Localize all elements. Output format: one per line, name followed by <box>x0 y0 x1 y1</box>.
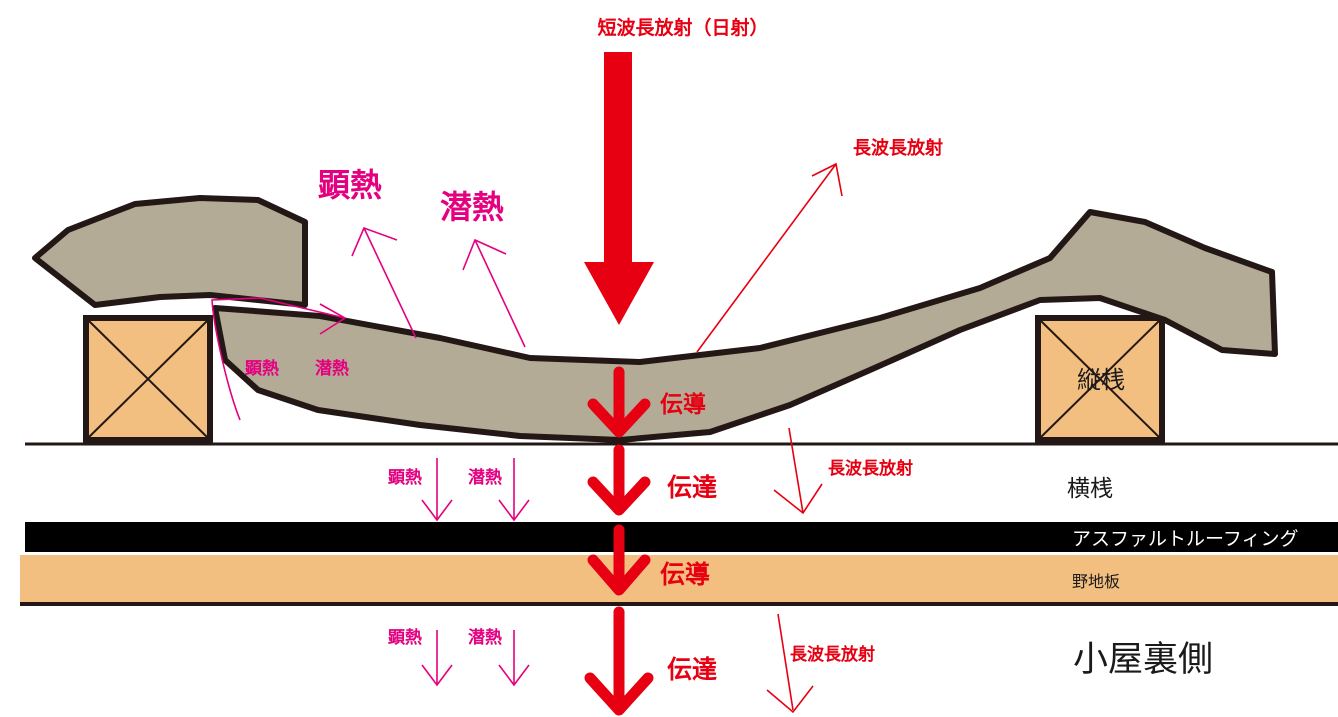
longwave-arrow-attic <box>766 613 814 714</box>
sheathing-layer <box>20 555 1338 602</box>
label-attic-side: 小屋裏側 <box>1073 640 1213 680</box>
label-conduction-board: 伝導 <box>660 560 710 589</box>
batten-box-right <box>1035 315 1165 443</box>
label-shortwave: 短波長放射（日射） <box>597 16 768 39</box>
sensible-arrow-attic <box>421 630 453 687</box>
latent-arrow-attic <box>498 630 530 687</box>
shortwave-arrow-head <box>584 262 654 325</box>
conduction-arrow-tile <box>587 366 651 438</box>
transfer-arrow-attic <box>584 606 654 716</box>
batten-box-left <box>83 315 213 443</box>
label-longwave-attic: 長波長放射 <box>790 644 875 665</box>
roof-tile-left <box>32 195 308 308</box>
label-sensible-air: 顕熱 <box>388 467 422 488</box>
label-latent-big: 潜熱 <box>440 188 504 226</box>
roof-tile-main <box>212 209 1278 443</box>
gap-flow-arrow <box>211 297 347 421</box>
sensible-arrow-air <box>421 458 453 522</box>
label-latent-attic: 潜熱 <box>468 627 502 648</box>
label-latent-air: 潜熱 <box>468 467 502 488</box>
label-longwave-air: 長波長放射 <box>828 458 913 479</box>
latent-arrow-top <box>462 238 526 348</box>
label-roofing-layer: アスファルトルーフィング <box>1072 528 1298 550</box>
longwave-arrow-top <box>696 162 843 353</box>
label-batten-vertical: 縦桟 <box>1077 366 1125 394</box>
label-longwave-top: 長波長放射 <box>853 137 943 159</box>
label-transfer-air: 伝達 <box>667 473 717 502</box>
latent-arrow-air <box>498 458 530 522</box>
label-transfer-attic: 伝達 <box>667 655 717 684</box>
transfer-arrow-air <box>587 444 651 516</box>
label-sheathing-layer: 野地板 <box>1072 572 1120 591</box>
longwave-arrow-air <box>773 427 823 515</box>
label-conduction-tile: 伝導 <box>660 391 706 418</box>
label-latent-gap: 潜熱 <box>315 358 349 379</box>
label-sensible-attic: 顕熱 <box>388 627 422 648</box>
label-batten-horizontal: 横桟 <box>1067 476 1113 502</box>
shortwave-arrow-shaft <box>604 52 632 264</box>
roofing-layer <box>25 522 1338 552</box>
label-sensible-gap: 顕熱 <box>245 358 279 379</box>
label-sensible-big: 顕熱 <box>318 166 382 204</box>
sensible-arrow-top <box>351 226 417 339</box>
conduction-arrow-board <box>587 524 651 596</box>
